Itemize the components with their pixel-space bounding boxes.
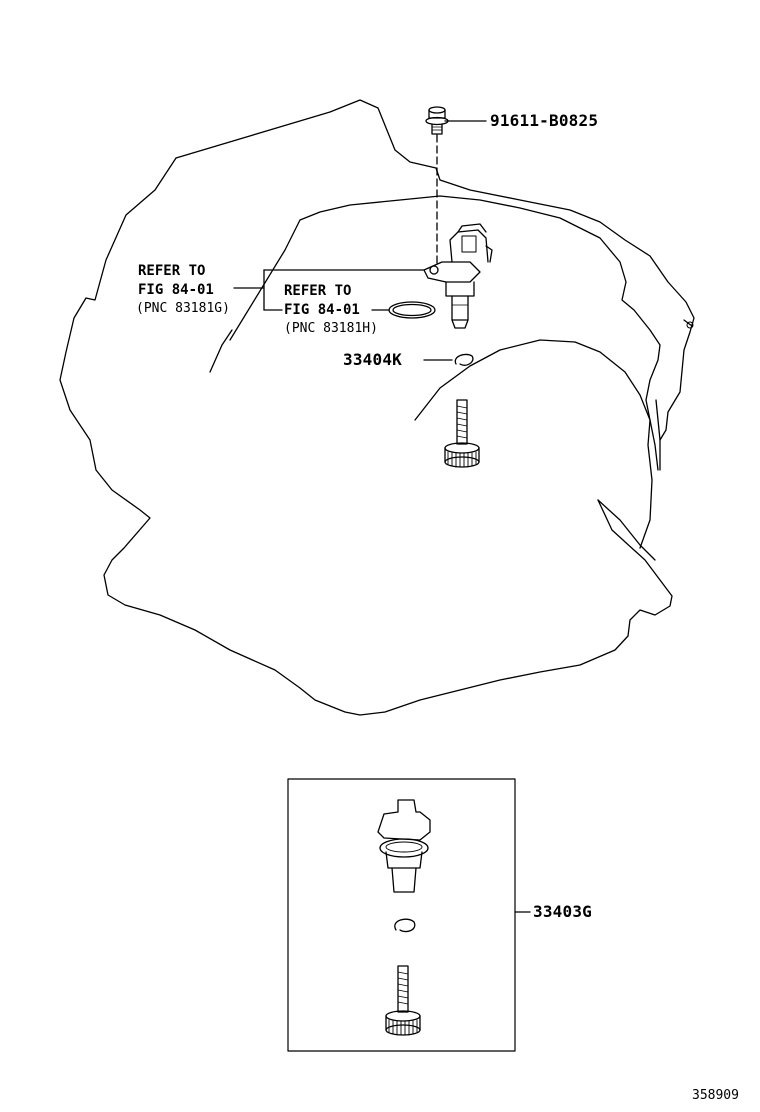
- refer-h-line1: REFER TO: [284, 283, 352, 299]
- driven-gear: [444, 399, 480, 468]
- transmission-housing-outline: [59, 99, 695, 716]
- kit-part-number: 33403G: [533, 902, 592, 921]
- figure-number: 358909: [692, 1088, 739, 1103]
- clip-part-number: 33404K: [343, 350, 402, 369]
- refer-h-line2: FIG 84-01: [284, 302, 360, 318]
- flange-bolt: [425, 106, 487, 135]
- refer-leader-lines: [233, 269, 425, 311]
- bolt-part-number: 91611-B0825: [490, 111, 599, 130]
- kit-box: [287, 778, 516, 1052]
- refer-g-line3: (PNC 83181G): [136, 301, 230, 316]
- refer-g-line2: FIG 84-01: [138, 282, 214, 298]
- kit-clip: [394, 918, 416, 933]
- o-ring-inner: [392, 303, 432, 317]
- speed-sensor: [423, 223, 493, 329]
- clip: [454, 353, 474, 366]
- refer-g-line1: REFER TO: [138, 263, 206, 279]
- kit-driven-gear: [385, 965, 421, 1036]
- refer-h-line3: (PNC 83181H): [284, 321, 378, 336]
- kit-sensor: [377, 799, 431, 893]
